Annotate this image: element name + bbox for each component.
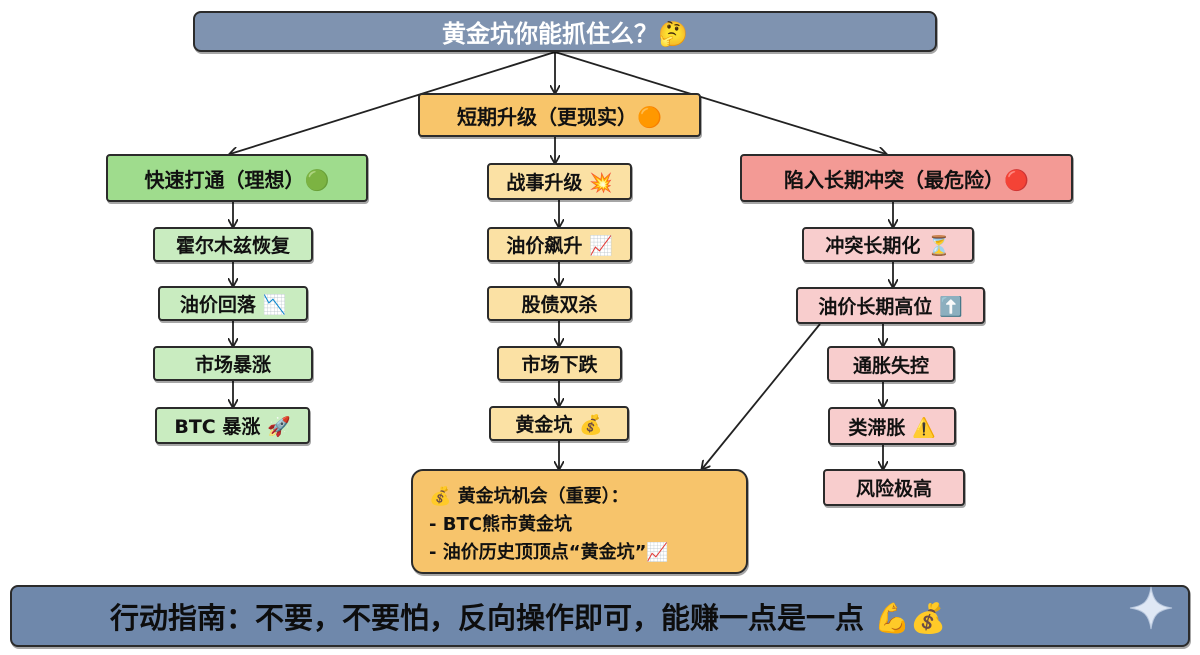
- action-guide-bar: 行动指南：不要，不要怕，反向操作即可，能赚一点是一点 💪💰: [10, 585, 1190, 647]
- right-step: 冲突长期化 ⏳: [802, 227, 974, 262]
- left-step-label: 霍尔木兹恢复: [175, 235, 290, 257]
- left-step: 霍尔木兹恢复: [153, 227, 313, 262]
- right-step-label: 油价长期高位 ⬆️: [818, 296, 963, 318]
- title-box: 黄金坑你能抓住么？🤔: [193, 11, 937, 52]
- opportunity-line: - 油价历史顶顶点“黄金坑”📈: [429, 542, 669, 563]
- center-step: 油价飙升 📈: [487, 227, 632, 262]
- left-step: 市场暴涨: [153, 346, 313, 381]
- center-branch-header: 短期升级（更现实）🟠: [418, 93, 701, 137]
- right-step-label: 风险极高: [855, 478, 932, 500]
- center-step-label: 黄金坑 💰: [515, 414, 603, 436]
- center-step: 黄金坑 💰: [489, 406, 629, 441]
- right-branch-header: 陷入长期冲突（最危险）🔴: [740, 154, 1073, 202]
- right-step-label: 通胀失控: [852, 354, 929, 377]
- center-step: 战事升级 💥: [487, 163, 632, 200]
- right-step: 风险极高: [823, 469, 965, 506]
- right-step: 油价长期高位 ⬆️: [796, 287, 985, 324]
- center-step: 股债双杀: [487, 286, 632, 321]
- opportunity-heading: 💰 黄金坑机会（重要）：: [429, 486, 629, 507]
- left-step-label: BTC 暴涨 🚀: [174, 416, 291, 438]
- sparkle-icon: [1129, 586, 1173, 630]
- left-step-label: 市场暴涨: [194, 354, 271, 376]
- left-branch-header: 快速打通（理想）🟢: [106, 154, 368, 202]
- right-step: 类滞胀 ⚠️: [828, 407, 956, 445]
- right-step-label: 冲突长期化 ⏳: [825, 235, 951, 257]
- action-guide-text: 行动指南：不要，不要怕，反向操作即可，能赚一点是一点 💪💰: [110, 601, 947, 635]
- right-step-label: 类滞胀 ⚠️: [848, 416, 936, 439]
- opportunity-callout: 💰 黄金坑机会（重要）： - BTC熊市黄金坑 - 油价历史顶顶点“黄金坑”📈: [411, 469, 748, 574]
- center-branch-header-text: 短期升级（更现实）🟠: [457, 104, 662, 129]
- title-text: 黄金坑你能抓住么？🤔: [442, 20, 688, 48]
- left-step: BTC 暴涨 🚀: [155, 407, 310, 444]
- left-step: 油价回落 📉: [158, 286, 308, 321]
- arrow-right-step2-to-callout: [702, 323, 821, 469]
- left-branch-header-text: 快速打通（理想）🟢: [144, 167, 330, 192]
- right-step: 通胀失控: [827, 346, 955, 382]
- left-step-label: 油价回落 📉: [179, 294, 287, 316]
- opportunity-line: - BTC熊市黄金坑: [429, 514, 572, 535]
- center-step-label: 股债双杀: [521, 294, 598, 316]
- center-step-label: 油价飙升 📈: [506, 235, 613, 257]
- center-step: 市场下跌: [497, 346, 622, 381]
- center-step-label: 市场下跌: [521, 354, 598, 376]
- right-branch-header-text: 陷入长期冲突（最危险）🔴: [784, 167, 1029, 192]
- center-step-label: 战事升级 💥: [506, 172, 613, 194]
